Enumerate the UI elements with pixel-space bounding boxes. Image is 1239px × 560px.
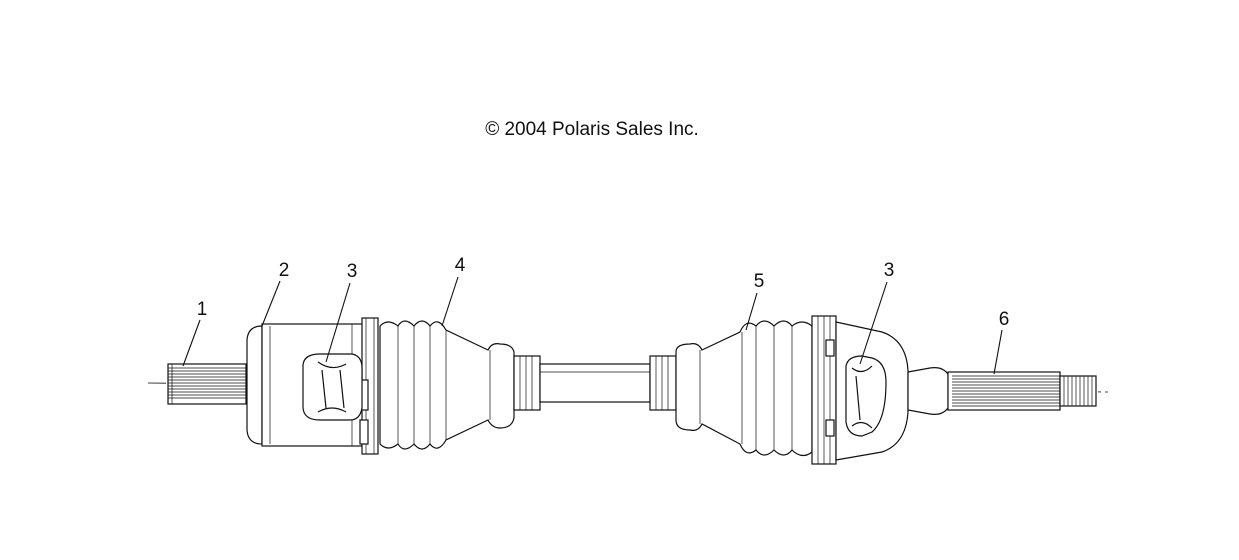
callout-label-3-right: 3 — [884, 260, 895, 281]
callout-label-4: 4 — [455, 255, 466, 276]
copyright-text: © 2004 Polaris Sales Inc. — [485, 119, 699, 140]
callout-5: 5 — [745, 271, 765, 331]
callout-4: 4 — [441, 255, 466, 327]
outer-spline-stub — [907, 367, 1097, 415]
outer-bearing-cage — [845, 355, 887, 437]
callout-2: 2 — [261, 260, 290, 327]
callout-6: 6 — [993, 309, 1010, 375]
axle-shaft — [539, 363, 651, 403]
inner-cv-boot — [379, 320, 541, 450]
inner-bearing-cage — [302, 353, 363, 421]
callout-label-6: 6 — [999, 309, 1010, 330]
callout-label-3-left: 3 — [347, 261, 358, 282]
callout-3-left: 3 — [325, 261, 358, 363]
callout-3-right: 3 — [859, 260, 895, 365]
callout-label-2: 2 — [279, 260, 290, 281]
callout-1: 1 — [182, 299, 208, 367]
callout-label-5: 5 — [754, 271, 765, 292]
outer-cv-boot — [649, 320, 813, 457]
inner-spline-stub — [167, 363, 247, 405]
callout-label-1: 1 — [197, 299, 208, 320]
